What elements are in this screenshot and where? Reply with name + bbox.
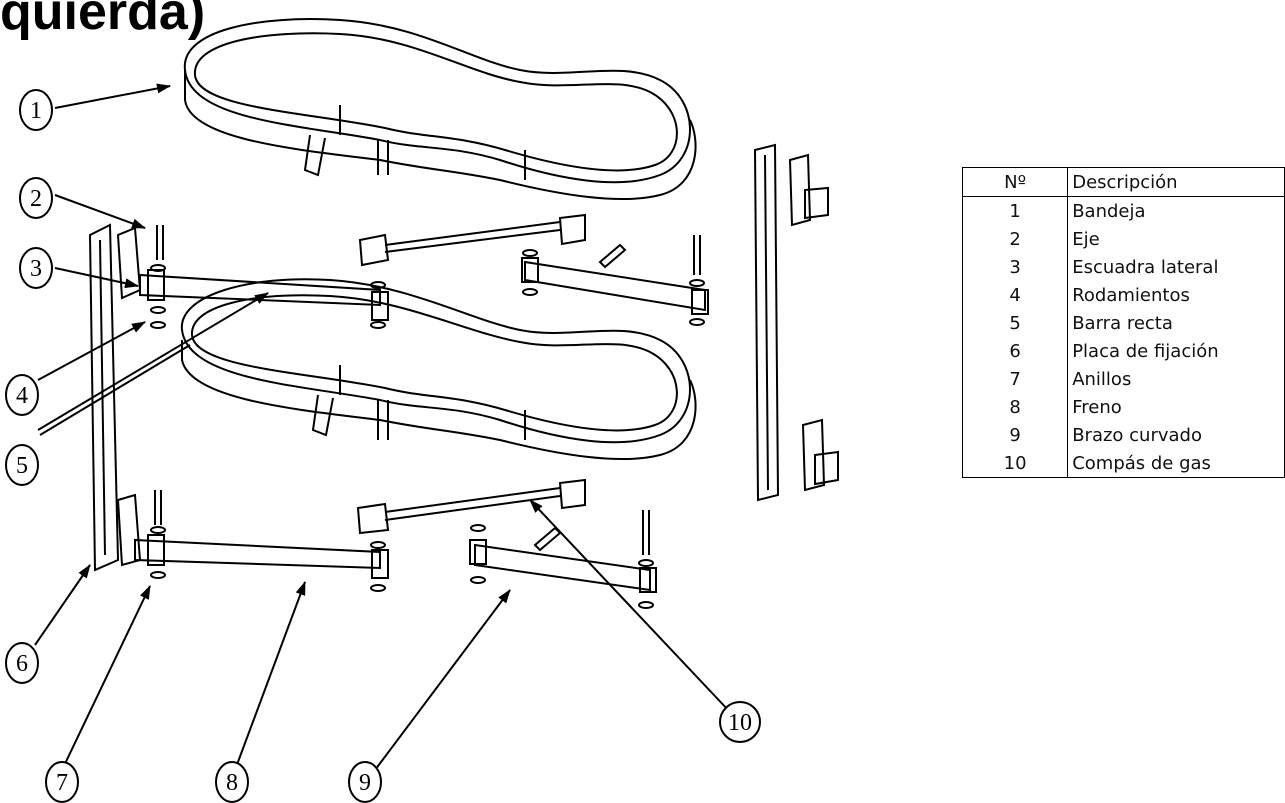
row-number: 7	[961, 365, 1069, 393]
row-description: Brazo curvado	[1067, 421, 1285, 449]
callout-6: 6	[5, 642, 39, 684]
callout-4: 4	[5, 374, 39, 416]
callout-2-label: 2	[30, 186, 42, 212]
leader-arrows	[34, 83, 731, 771]
diagram-title: quierda)	[0, 0, 206, 41]
callout-5-label: 5	[16, 453, 28, 479]
row-description: Bandeja	[1067, 196, 1285, 225]
right-mounting-plate	[753, 143, 839, 502]
callout-1: 1	[19, 89, 53, 131]
row-number: 1	[961, 196, 1069, 225]
callout-9-label: 9	[359, 770, 371, 796]
row-number: 3	[961, 253, 1069, 281]
header-number: Nº	[961, 167, 1069, 197]
header-description: Descripción	[1067, 167, 1285, 197]
row-description: Rodamientos	[1067, 281, 1285, 309]
row-number: 9	[961, 421, 1069, 449]
upper-tray	[183, 18, 697, 200]
row-description: Eje	[1067, 225, 1285, 253]
callout-7: 7	[45, 761, 79, 803]
row-description: Escuadra lateral	[1067, 253, 1285, 281]
callout-2: 2	[19, 177, 53, 219]
callout-5: 5	[5, 444, 39, 486]
callout-10-label: 10	[728, 710, 752, 736]
callout-10: 10	[719, 701, 761, 743]
row-description: Placa de fijación	[1067, 337, 1285, 365]
callout-3: 3	[19, 247, 53, 289]
row-number: 2	[961, 225, 1069, 253]
parts-table-header: Nº Descripción	[961, 167, 1285, 197]
lower-tray	[180, 278, 697, 460]
row-description: Freno	[1067, 393, 1285, 421]
exploded-assembly-diagram: 1 2 3 4 5 6 7 8 9 10	[5, 18, 839, 803]
row-description: Anillos	[1067, 365, 1285, 393]
callout-9: 9	[348, 761, 382, 803]
callout-1-label: 1	[30, 98, 42, 124]
row-number: 6	[961, 337, 1069, 365]
callout-8-label: 8	[226, 770, 238, 796]
callout-8: 8	[215, 761, 249, 803]
lower-arm-assembly	[134, 478, 657, 609]
row-number: 8	[961, 393, 1069, 421]
row-number: 10	[961, 449, 1069, 478]
row-description: Compás de gas	[1067, 449, 1285, 478]
row-number: 5	[961, 309, 1069, 337]
callout-7-label: 7	[56, 770, 68, 796]
row-number: 4	[961, 281, 1069, 309]
callout-4-label: 4	[16, 383, 28, 409]
row-description: Barra recta	[1067, 309, 1285, 337]
callout-6-label: 6	[16, 651, 28, 677]
callout-3-label: 3	[30, 256, 42, 282]
upper-arm-assembly	[139, 213, 709, 329]
